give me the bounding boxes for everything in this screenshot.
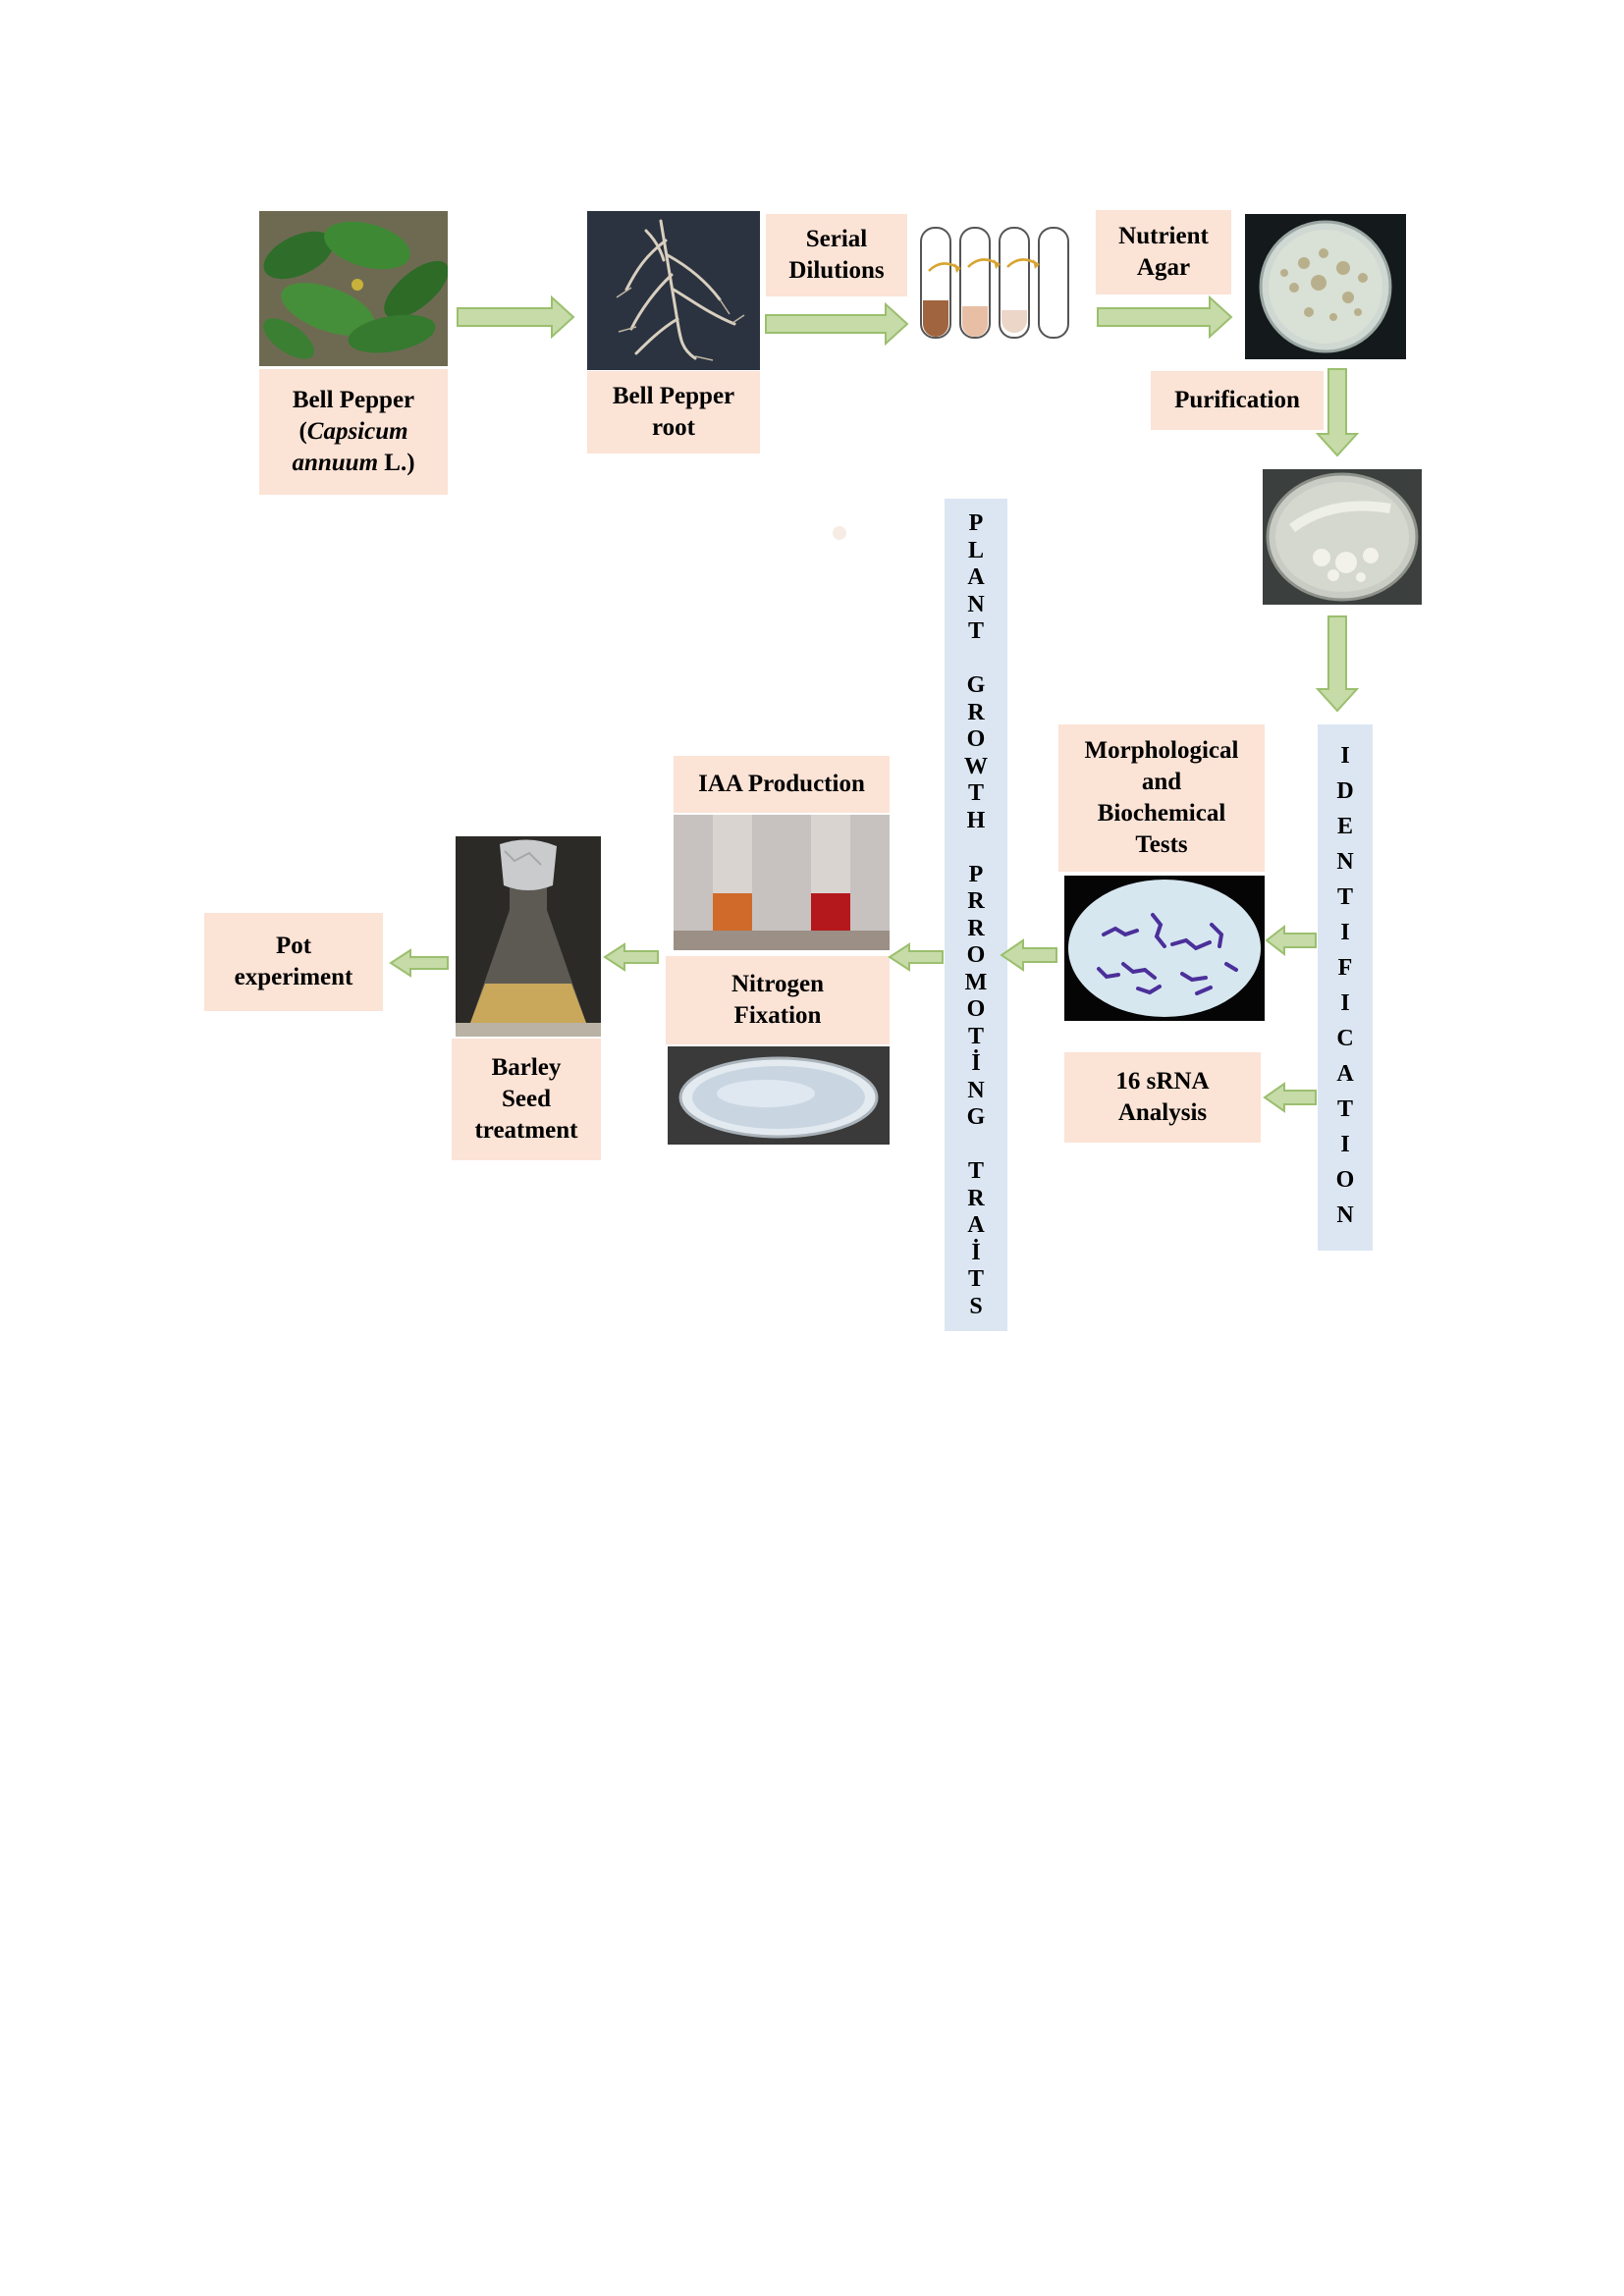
arrow-barley-to-pot (389, 948, 449, 978)
microscope-gram-stain-photo (1064, 876, 1265, 1021)
pgp-traits-letter: N (967, 1077, 985, 1103)
bell-pepper-label: Bell Pepper (Capsicum annuum L.) (259, 369, 448, 495)
arrow-identification-to-srna (1263, 1082, 1317, 1113)
pgp-traits-letter: R (967, 699, 985, 725)
identification-letter: T (1336, 1096, 1353, 1122)
pgp-traits-letter: A (967, 1212, 985, 1238)
decorative-dot (833, 526, 846, 540)
identification-letter: F (1337, 955, 1353, 981)
iaa-test-tubes-photo (674, 815, 890, 950)
identification-letter: I (1340, 1132, 1350, 1157)
barley-seed-treatment-label: Barley Seed treatment (452, 1039, 601, 1160)
identification-letter: I (1340, 743, 1350, 769)
identification-letter: A (1336, 1061, 1354, 1087)
nitrogen-fixation-label: Nitrogen Fixation (666, 956, 890, 1044)
pgp-traits-letter: G (966, 1104, 986, 1130)
purified-culture-plate-photo (1263, 469, 1422, 605)
serial-dilutions-label: Serial Dilutions (766, 214, 907, 296)
pgp-traits-letter: N (967, 591, 985, 617)
pepper-root-label: Bell Pepper root (587, 371, 760, 454)
pgp-traits-letter: İ (971, 1239, 981, 1265)
barley-seed-flask-photo (456, 836, 601, 1037)
nitrogen-fixation-plate-photo (668, 1046, 890, 1145)
arrow-agar-to-purified-plate (1315, 368, 1360, 457)
purification-label: Purification (1151, 371, 1324, 430)
pgp-traits-letter: O (966, 726, 986, 752)
pgp-traits-letter: W (964, 753, 988, 779)
morphological-biochemical-tests-label: Morphological and Biochemical Tests (1058, 724, 1265, 872)
pgp-traits-letter: T (967, 1266, 984, 1292)
pgp-traits-letter: T (967, 1158, 984, 1184)
identification-letter: I (1340, 920, 1350, 945)
nutrient-agar-plate-photo (1245, 214, 1406, 359)
identification-letter: C (1336, 1026, 1354, 1051)
identification-letter: E (1336, 814, 1353, 839)
identification-letter: D (1336, 778, 1354, 804)
pgp-traits-letter: L (967, 537, 984, 563)
pgp-traits-letter: P (968, 861, 984, 887)
pgp-traits-letter: G (966, 672, 986, 698)
arrow-morphological-to-pgp (1000, 938, 1057, 972)
pgp-traits-letter (973, 1132, 979, 1159)
arrow-dilutions-to-agar (1097, 294, 1233, 340)
pgp-traits-letter: R (967, 888, 985, 914)
pgp-traits-letter: T (967, 780, 984, 806)
pgp-traits-letter: İ (971, 1050, 981, 1076)
nutrient-agar-label: Nutrient Agar (1096, 210, 1231, 294)
pgp-traits-letter: T (967, 618, 984, 644)
pgp-traits-letter: T (967, 1023, 984, 1049)
pgp-traits-letter: S (969, 1293, 983, 1319)
pgp-traits-letter: P (968, 510, 984, 536)
arrow-root-to-dilutions (765, 301, 909, 347)
pgp-traits-letter: R (967, 915, 985, 941)
arrow-pgp-to-iaa-nitrogen (888, 942, 944, 972)
identification-letter: N (1336, 1202, 1354, 1228)
pgp-traits-letter: M (964, 969, 988, 995)
identification-letter: I (1340, 990, 1350, 1016)
pgp-traits-letter: O (966, 942, 986, 968)
pgp-traits-letter: H (966, 807, 986, 833)
pgp-traits-letter (973, 834, 979, 862)
pot-experiment-label: Pot experiment (204, 913, 383, 1011)
arrow-pepper-to-root (457, 294, 575, 340)
dilution-tubes-illustration (915, 222, 1072, 344)
arrow-identification-to-morphological (1265, 924, 1317, 957)
iaa-production-label: IAA Production (674, 756, 890, 813)
srna-analysis-label: 16 sRNA Analysis (1064, 1052, 1261, 1143)
pgp-traits-letter: O (966, 996, 986, 1022)
identification-letter: N (1336, 849, 1354, 875)
arrow-traits-to-barley (603, 942, 659, 972)
pgp-traits-letter: A (967, 564, 985, 590)
pgp-traits-letter: R (967, 1185, 985, 1211)
identification-letter: T (1336, 884, 1353, 910)
bell-pepper-plant-photo (259, 211, 448, 366)
pepper-root-photo (587, 211, 760, 370)
arrow-purified-plate-to-identification (1315, 615, 1360, 713)
identification-letter: O (1335, 1167, 1355, 1193)
pgp-traits-letter (973, 646, 979, 673)
